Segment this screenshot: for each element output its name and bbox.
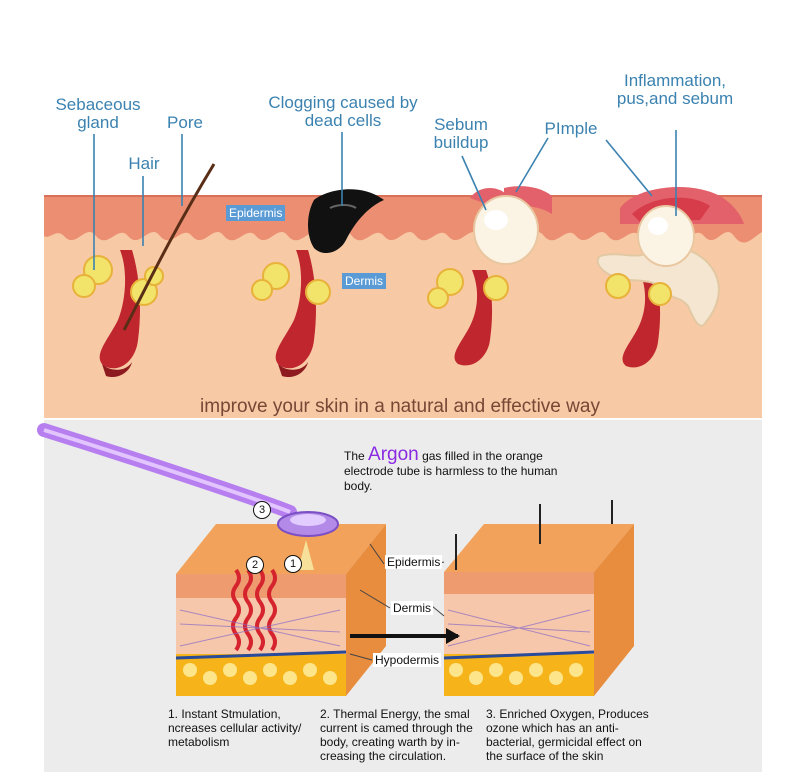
- skin-block-after: [443, 500, 634, 696]
- label-dermis-top: Dermis: [342, 273, 386, 289]
- label-sebum-buildup: Sebum buildup: [433, 115, 489, 152]
- skin-cross-section-diagram: [44, 130, 762, 418]
- step-1: 1. Instant Stmulation, ncreases cellular…: [168, 707, 302, 749]
- marker-three: 3: [253, 501, 271, 519]
- label-inflammation: Inflammation, pus,and sebum: [616, 71, 734, 108]
- skin-block-before: [175, 524, 386, 696]
- label-pore: Pore: [167, 113, 203, 132]
- argon-note-rest: gas filled in the orange electrode tube …: [344, 449, 558, 493]
- label-hair: Hair: [128, 154, 160, 173]
- follicle-4: [596, 186, 744, 368]
- label-clogging: Clogging caused by dead cells: [268, 93, 418, 130]
- label-pimple: PImple: [544, 119, 598, 138]
- tagline: improve your skin in a natural and effec…: [200, 396, 600, 417]
- follicle-1: [72, 163, 216, 378]
- label-epidermis-top: Epidermis: [226, 205, 286, 221]
- marker-one: 1: [284, 555, 302, 573]
- label-hypodermis: Hypodermis: [373, 653, 442, 667]
- argon-highlight: Argon: [368, 444, 419, 465]
- step-2: 2. Thermal Energy, the smal current is c…: [320, 707, 473, 763]
- label-epidermis-bottom: Epidermis: [385, 555, 443, 569]
- argon-treatment-diagram: [37, 420, 762, 772]
- label-sebaceous-gland: Sebaceous gland: [55, 95, 141, 132]
- marker-two: 2: [246, 556, 264, 574]
- argon-note: The Argon gas filled in the orange elect…: [344, 444, 584, 494]
- follicle-2: [251, 189, 384, 378]
- follicle-3: [427, 186, 552, 366]
- label-dermis-bottom: Dermis: [391, 601, 433, 615]
- step-3: 3. Enriched Oxygen, Produces ozone which…: [486, 707, 649, 763]
- argon-note-prefix: The: [344, 449, 365, 463]
